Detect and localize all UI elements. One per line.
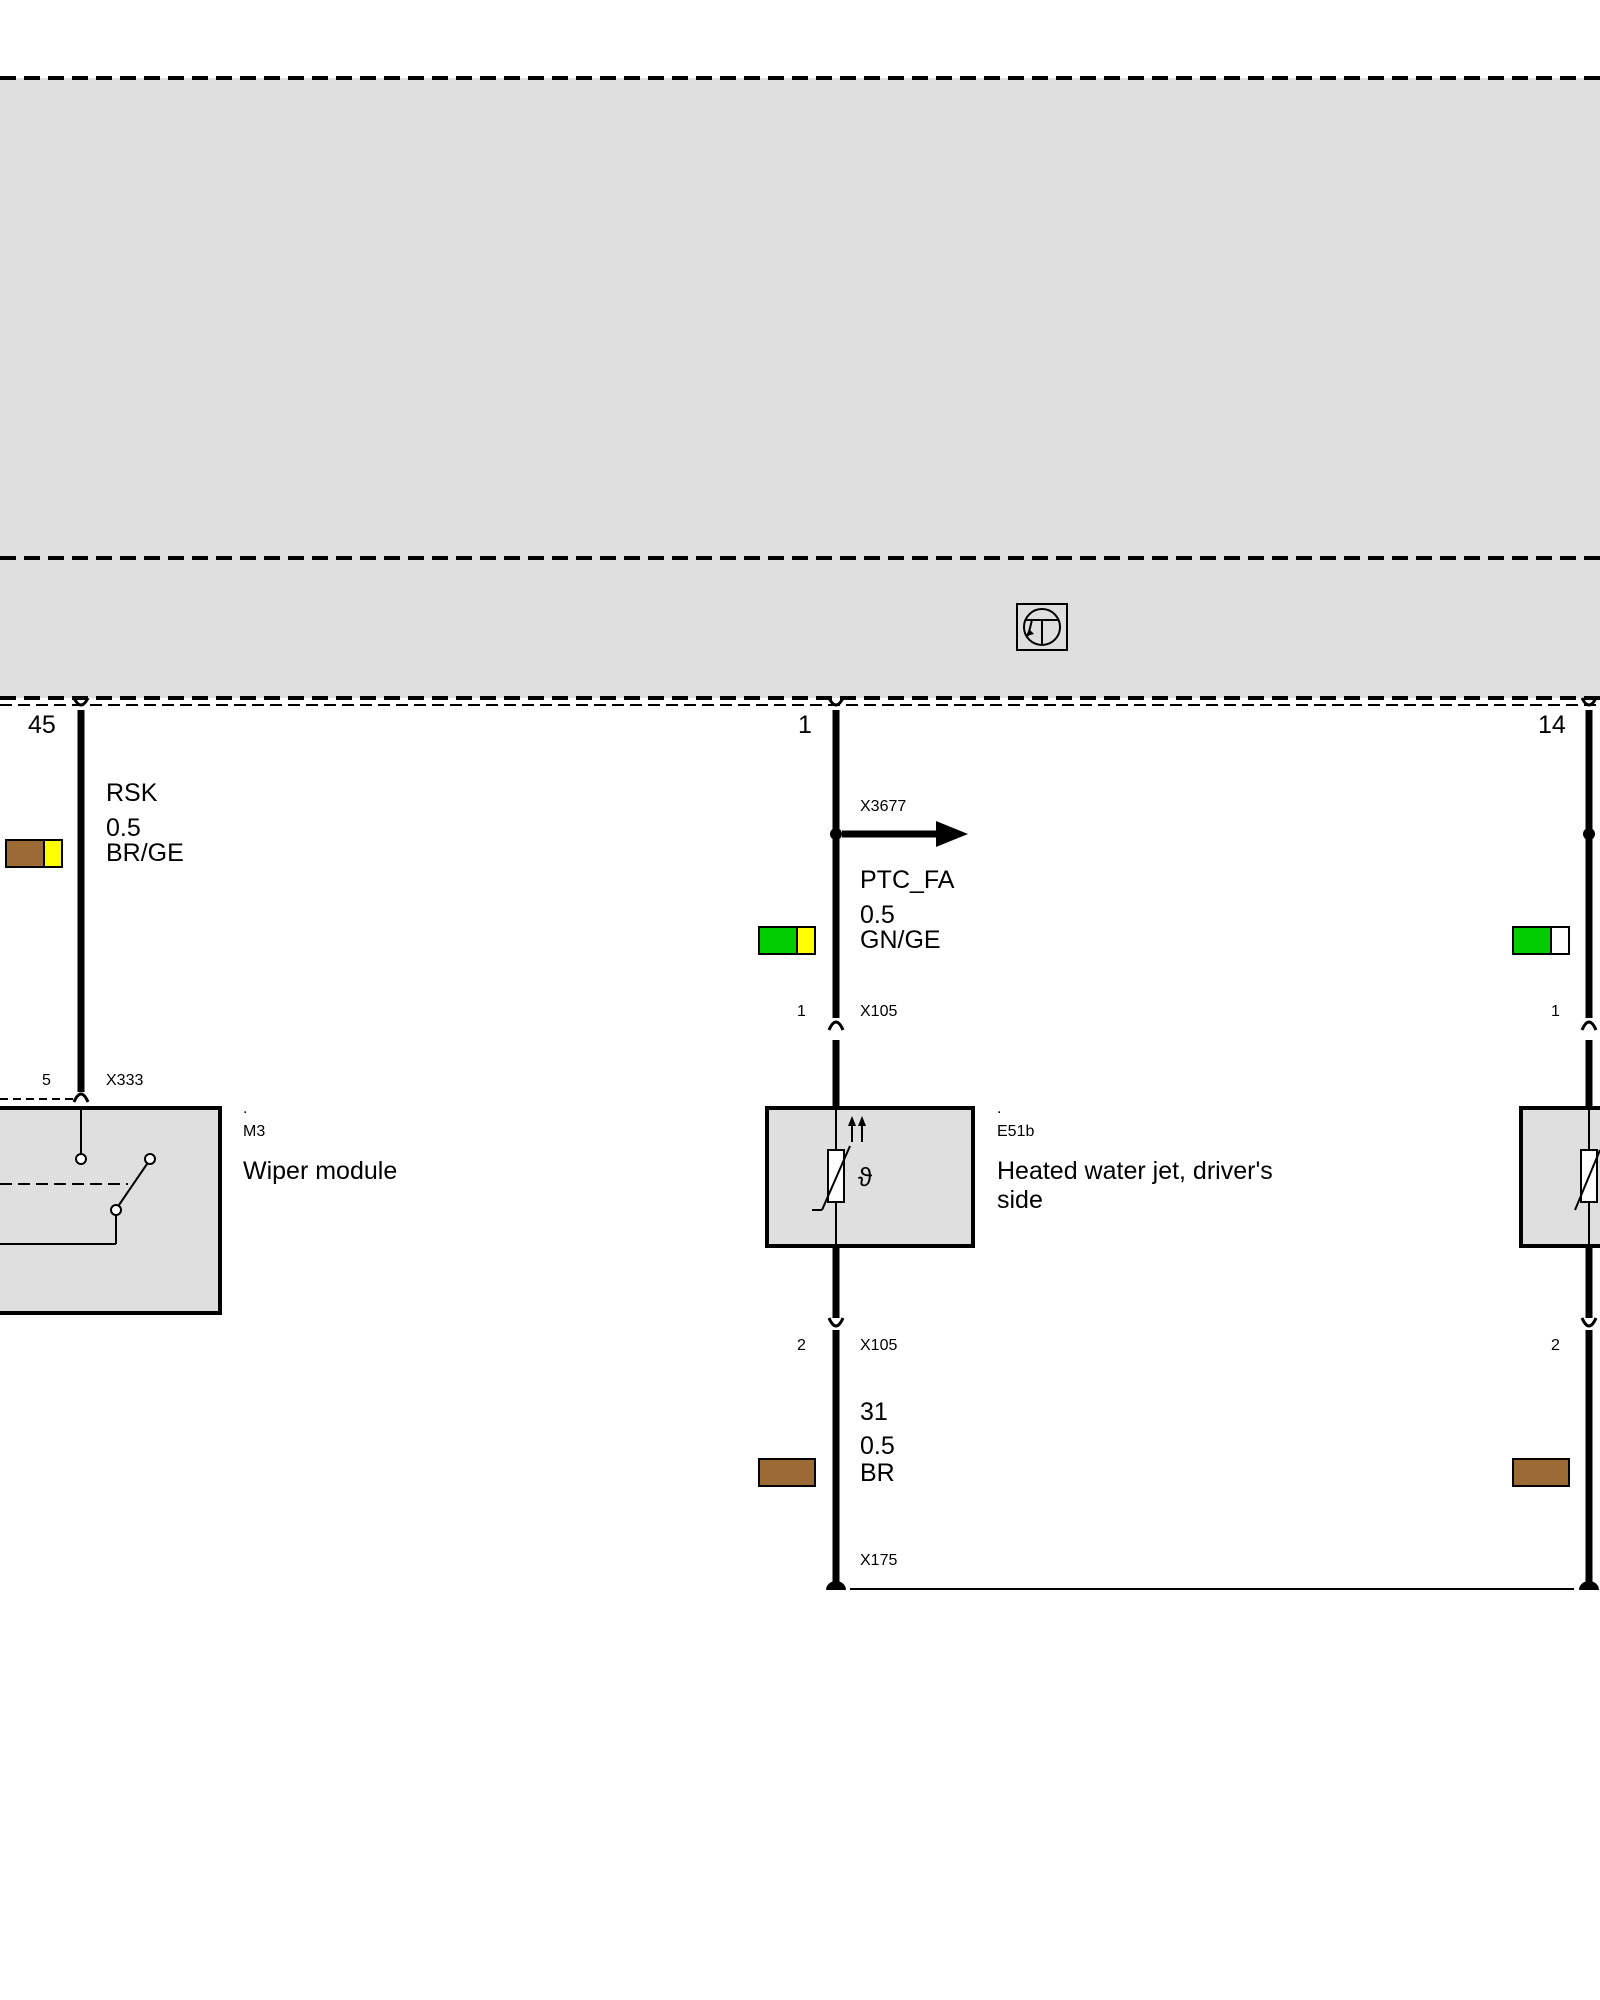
wire-ptc-fa-cross-section: 0.5 — [860, 901, 895, 929]
pin-socket — [1580, 697, 1598, 707]
ground-node — [826, 1581, 846, 1590]
arrow-right-icon — [936, 821, 968, 847]
wire-ground-middle — [826, 1246, 846, 1590]
wiper-module-id: M3 — [243, 1123, 265, 1140]
right-ground-color-swatch — [1512, 1458, 1570, 1487]
connector-socket — [72, 1092, 90, 1103]
theta-symbol: ϑ — [858, 1162, 873, 1192]
branch-connector-label: X3677 — [860, 798, 906, 815]
branch-node — [1583, 828, 1595, 840]
wiper-module-body — [0, 1106, 222, 1315]
pin-1-label: 1 — [798, 711, 812, 739]
wire-ground-right — [1579, 1246, 1599, 1590]
wire-rsk-signal: RSK — [106, 779, 158, 807]
jet-pin-bottom-label: 2 — [797, 1337, 806, 1354]
ground-wire-color-code: BR — [860, 1459, 895, 1487]
control-unit — [0, 76, 1600, 706]
wire-right-color-swatch — [1512, 926, 1570, 955]
ground-wire-signal: 31 — [860, 1398, 888, 1426]
control-unit-body — [0, 78, 1600, 698]
jet-connector-bottom-label: X105 — [860, 1337, 897, 1354]
heated-jet-body — [765, 1106, 975, 1248]
pin-45-label: 45 — [28, 711, 56, 739]
ground-wire-cross-section: 0.5 — [860, 1432, 895, 1460]
wiper-pin-label: 5 — [42, 1072, 51, 1089]
heated-jet-name-line1: Heated water jet, driver's — [997, 1157, 1273, 1185]
ptc-heater-icon: ϑ — [812, 1108, 873, 1246]
connector-socket — [827, 1020, 845, 1031]
jet-pin-top-label: 1 — [797, 1003, 806, 1020]
wire-ptc-fa-color-code: GN/GE — [860, 926, 941, 954]
wire-rsk-color-swatch — [5, 839, 63, 868]
ptc-heater-icon — [1574, 1108, 1600, 1246]
right-pin-bottom-label: 2 — [1551, 1337, 1560, 1354]
wire-rsk-cross-section: 0.5 — [106, 814, 141, 842]
branch-node — [830, 828, 842, 840]
wiper-connector-label: X333 — [106, 1072, 143, 1089]
wiper-module-name: Wiper module — [243, 1157, 397, 1185]
wire-ptc-fa — [827, 697, 968, 1108]
wire-rsk-color-code: BR/GE — [106, 839, 184, 867]
pin-socket — [72, 697, 90, 707]
ground-connector-label: X175 — [860, 1552, 897, 1569]
heated-water-jet: ϑ — [765, 1106, 975, 1248]
jet-connector-top-label: X105 — [860, 1003, 897, 1020]
heated-jet-id: E51b — [997, 1123, 1034, 1140]
transistor-symbol-icon — [1016, 603, 1068, 651]
wire-right — [1580, 697, 1598, 1108]
wiper-dot: . — [243, 1100, 247, 1117]
pin-14-label: 14 — [1538, 711, 1566, 739]
ground-node — [1579, 1581, 1599, 1590]
wire-rsk — [72, 697, 90, 1103]
right-component — [1519, 1106, 1600, 1248]
jet-dot: . — [997, 1100, 1001, 1117]
wiper-module — [0, 1106, 222, 1315]
ground-wire-color-swatch — [758, 1458, 816, 1487]
wire-ptc-fa-color-swatch — [758, 926, 816, 955]
pin-socket — [827, 697, 845, 707]
switch-icon — [0, 1108, 156, 1245]
wire-ptc-fa-signal: PTC_FA — [860, 866, 955, 894]
right-pin-top-label: 1 — [1551, 1003, 1560, 1020]
heated-jet-name-line2: side — [997, 1186, 1043, 1214]
